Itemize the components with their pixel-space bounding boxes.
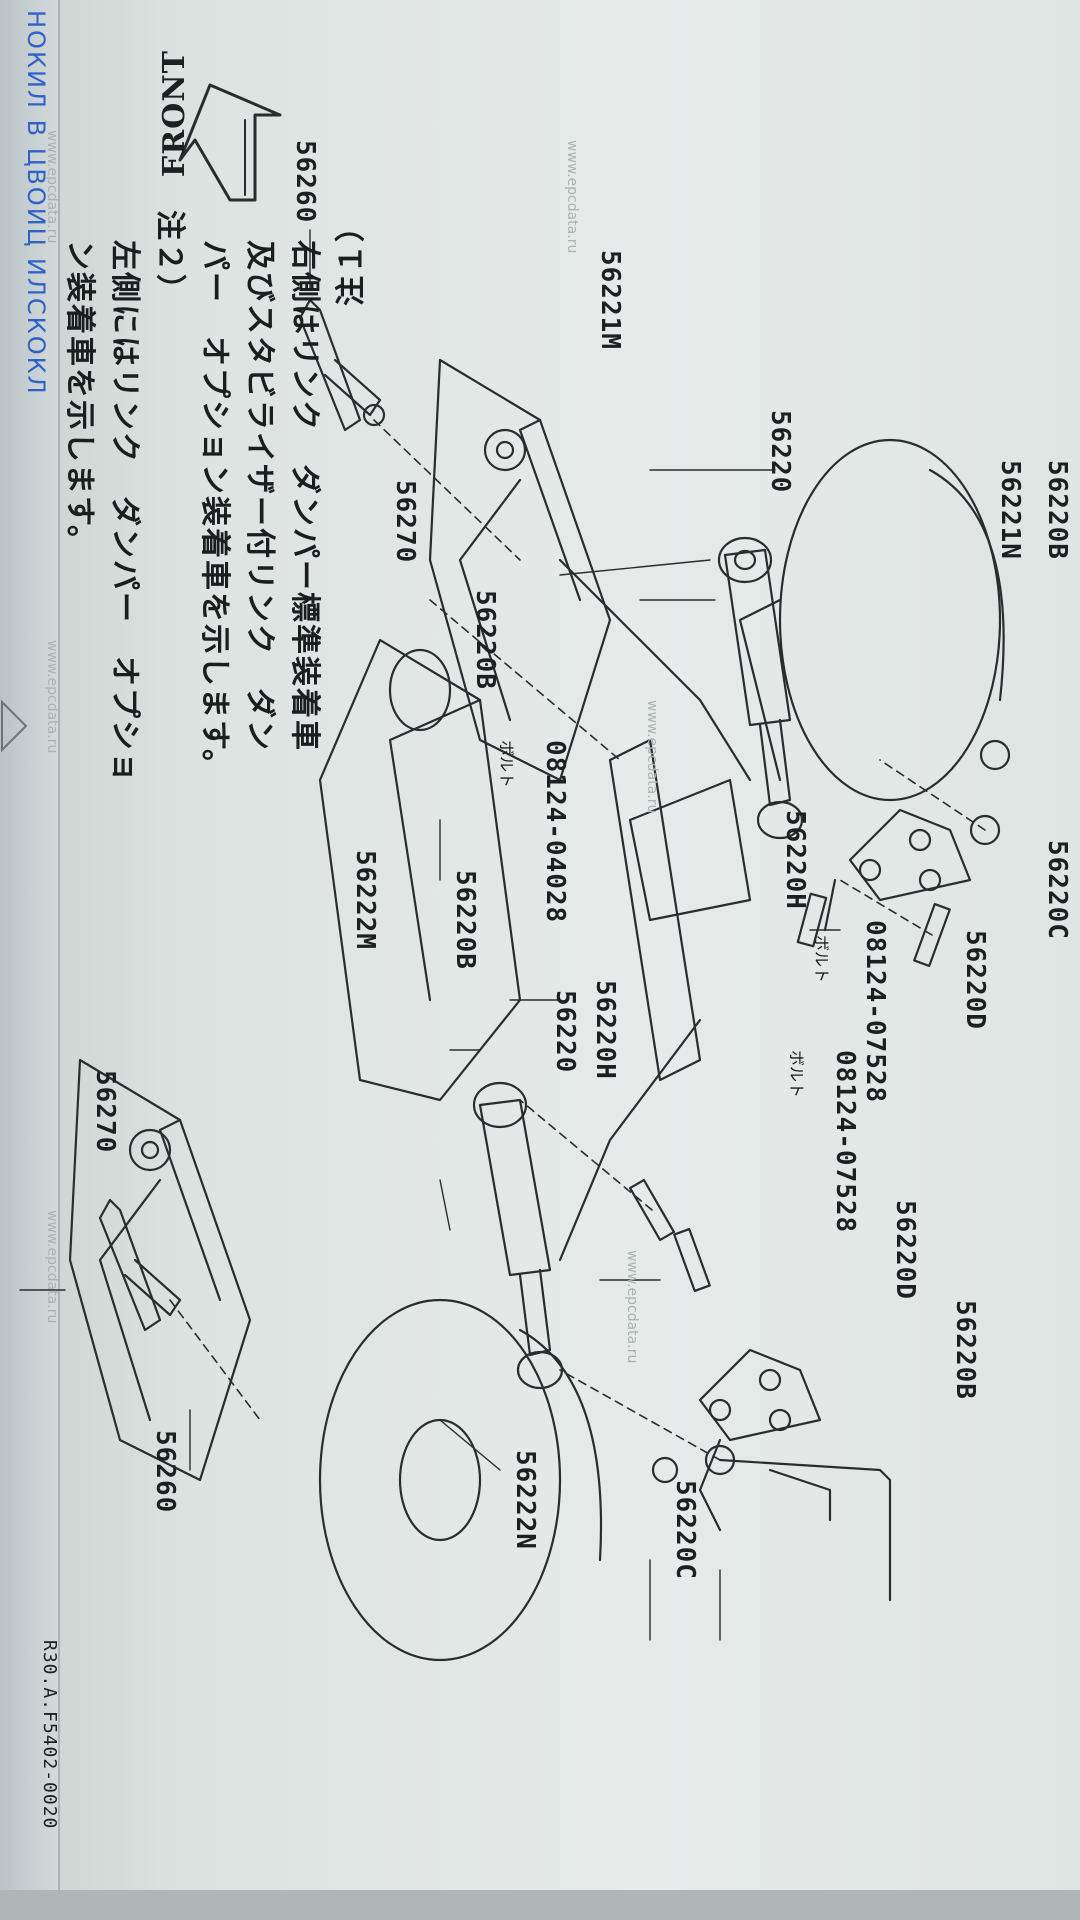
- part-label: 56220C: [1042, 840, 1072, 940]
- note-1-title: 注１）: [334, 210, 369, 306]
- bracket-upper: [796, 739, 1011, 968]
- part-label: 08124-07528: [830, 1050, 860, 1234]
- part-label: 56220D: [890, 1200, 920, 1300]
- shock-absorber-upper: [717, 536, 804, 840]
- part-label: 56260: [150, 1430, 180, 1514]
- part-label: 56220B: [1042, 460, 1072, 560]
- stabilizer-link-upper: [298, 298, 386, 432]
- shock-absorber-lower: [472, 1081, 564, 1390]
- part-label: 56270: [90, 1070, 120, 1154]
- part-label: 56220B: [450, 870, 480, 970]
- watermark: www.epcdata.ru: [644, 700, 660, 814]
- part-label: 56220C: [670, 1480, 700, 1580]
- note-1-line-3: パー オプション装着車を示します。: [197, 240, 232, 781]
- figure-code: R30.A.F5402-0020: [39, 1640, 60, 1830]
- part-label: 56220B: [470, 590, 500, 690]
- bolt-label: ボルト: [497, 740, 516, 789]
- part-label: 08124-04028: [540, 740, 570, 924]
- part-label: 56220B: [950, 1300, 980, 1400]
- part-label: 56220D: [960, 930, 990, 1030]
- note-2-title: 注２）: [152, 210, 187, 306]
- watermark: www.epcdata.ru: [624, 1250, 640, 1364]
- note-1-line-2: 及びスタビライザー付リンク ダン: [242, 240, 277, 752]
- note-2-line-1: 左側にはリンク ダンパー オプショ: [107, 240, 142, 784]
- part-label: 56221M: [595, 250, 625, 350]
- part-label: 56220H: [780, 810, 810, 910]
- watermark: www.epcdata.ru: [44, 1210, 60, 1324]
- bracket-lower: [628, 1178, 892, 1602]
- watermark: www.epcdata.ru: [564, 140, 580, 254]
- part-label: 56220H: [590, 980, 620, 1080]
- side-link-text[interactable]: НОКИЛ В ЦВОИЦ ИЛСКОКЛ: [22, 10, 50, 396]
- bolt-label: ボルト: [787, 1050, 806, 1099]
- brake-drum-upper: [738, 438, 1005, 802]
- lower-arm-upper: [428, 358, 612, 782]
- lower-arm-lower: [68, 1058, 252, 1482]
- part-label: 56220: [765, 410, 795, 494]
- part-label: 56222N: [510, 1450, 540, 1550]
- part-label: 56220: [550, 990, 580, 1074]
- note-2-line-2: ン装着車を示します。: [62, 240, 97, 557]
- note-1-line-1: 右側はリンク ダンパー標準装着車: [287, 240, 322, 752]
- front-arrow-icon: [178, 83, 282, 202]
- brake-drum-lower: [318, 1298, 603, 1662]
- bolt-label: ボルト: [812, 935, 831, 984]
- part-label: 08124-07528: [860, 920, 890, 1104]
- browser-side-strip: НОКИЛ В ЦВОИЦ ИЛСКОКЛ: [0, 0, 60, 1920]
- cursor-arrow-icon: [1, 700, 28, 753]
- cross-member: [318, 558, 752, 1262]
- front-label: FRONT: [157, 50, 192, 178]
- part-label: 56221N: [995, 460, 1025, 560]
- monitor-bottom-bezel: [0, 1890, 1080, 1920]
- stabilizer-link-lower: [98, 1198, 182, 1332]
- part-label: 56270: [390, 480, 420, 564]
